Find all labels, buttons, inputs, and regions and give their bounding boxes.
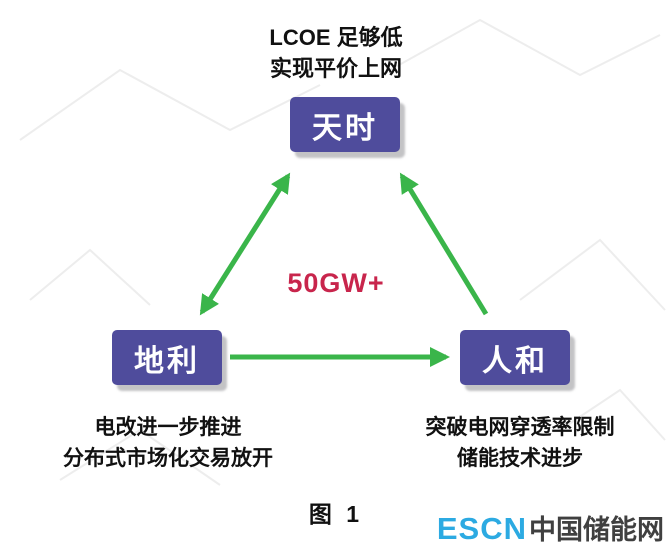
left-caption-line2: 分布式市场化交易放开 [63, 447, 273, 470]
left-caption-line1: 电改进一步推进 [94, 416, 242, 439]
arrow-top-left [199, 172, 291, 316]
node-renhe: 人和 [460, 330, 570, 385]
arrow-right-top [399, 172, 489, 316]
figure-title: 图 1 [308, 501, 364, 527]
escn-logo-text: ESCN [436, 511, 527, 546]
escn-site-name: 中国储能网 [529, 515, 664, 545]
right-caption-line2: 储能技术进步 [457, 447, 583, 470]
node-dili: 地利 [112, 330, 222, 385]
center-label-50gw: 50GW+ [287, 268, 385, 298]
node-dili-label: 地利 [134, 344, 200, 378]
top-caption: LCOE 足够低 实现平价上网 [0, 22, 672, 84]
left-caption: 电改进一步推进 分布式市场化交易放开 [8, 412, 328, 474]
right-caption: 突破电网穿透率限制 储能技术进步 [370, 412, 670, 474]
escn-logo: ESCN 中国储能网 [437, 508, 664, 547]
node-tianshi-label: 天时 [312, 111, 378, 145]
top-caption-line2: 实现平价上网 [269, 56, 402, 81]
node-tianshi: 天时 [290, 97, 400, 152]
node-renhe-label: 人和 [482, 344, 548, 378]
top-caption-line1: LCOE 足够低 [269, 25, 403, 50]
right-caption-line1: 突破电网穿透率限制 [425, 416, 615, 439]
